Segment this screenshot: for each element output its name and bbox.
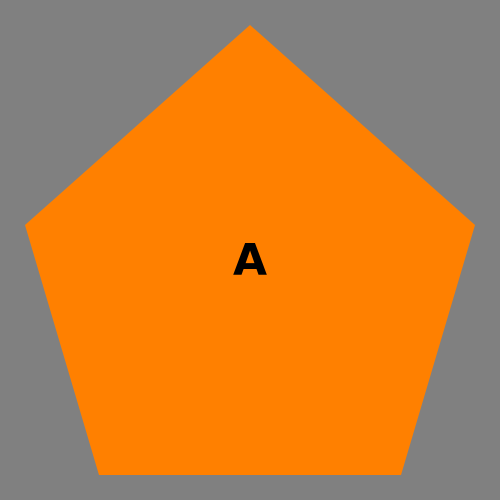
pentagon-shape (25, 25, 475, 475)
shape-label: A (233, 235, 267, 286)
